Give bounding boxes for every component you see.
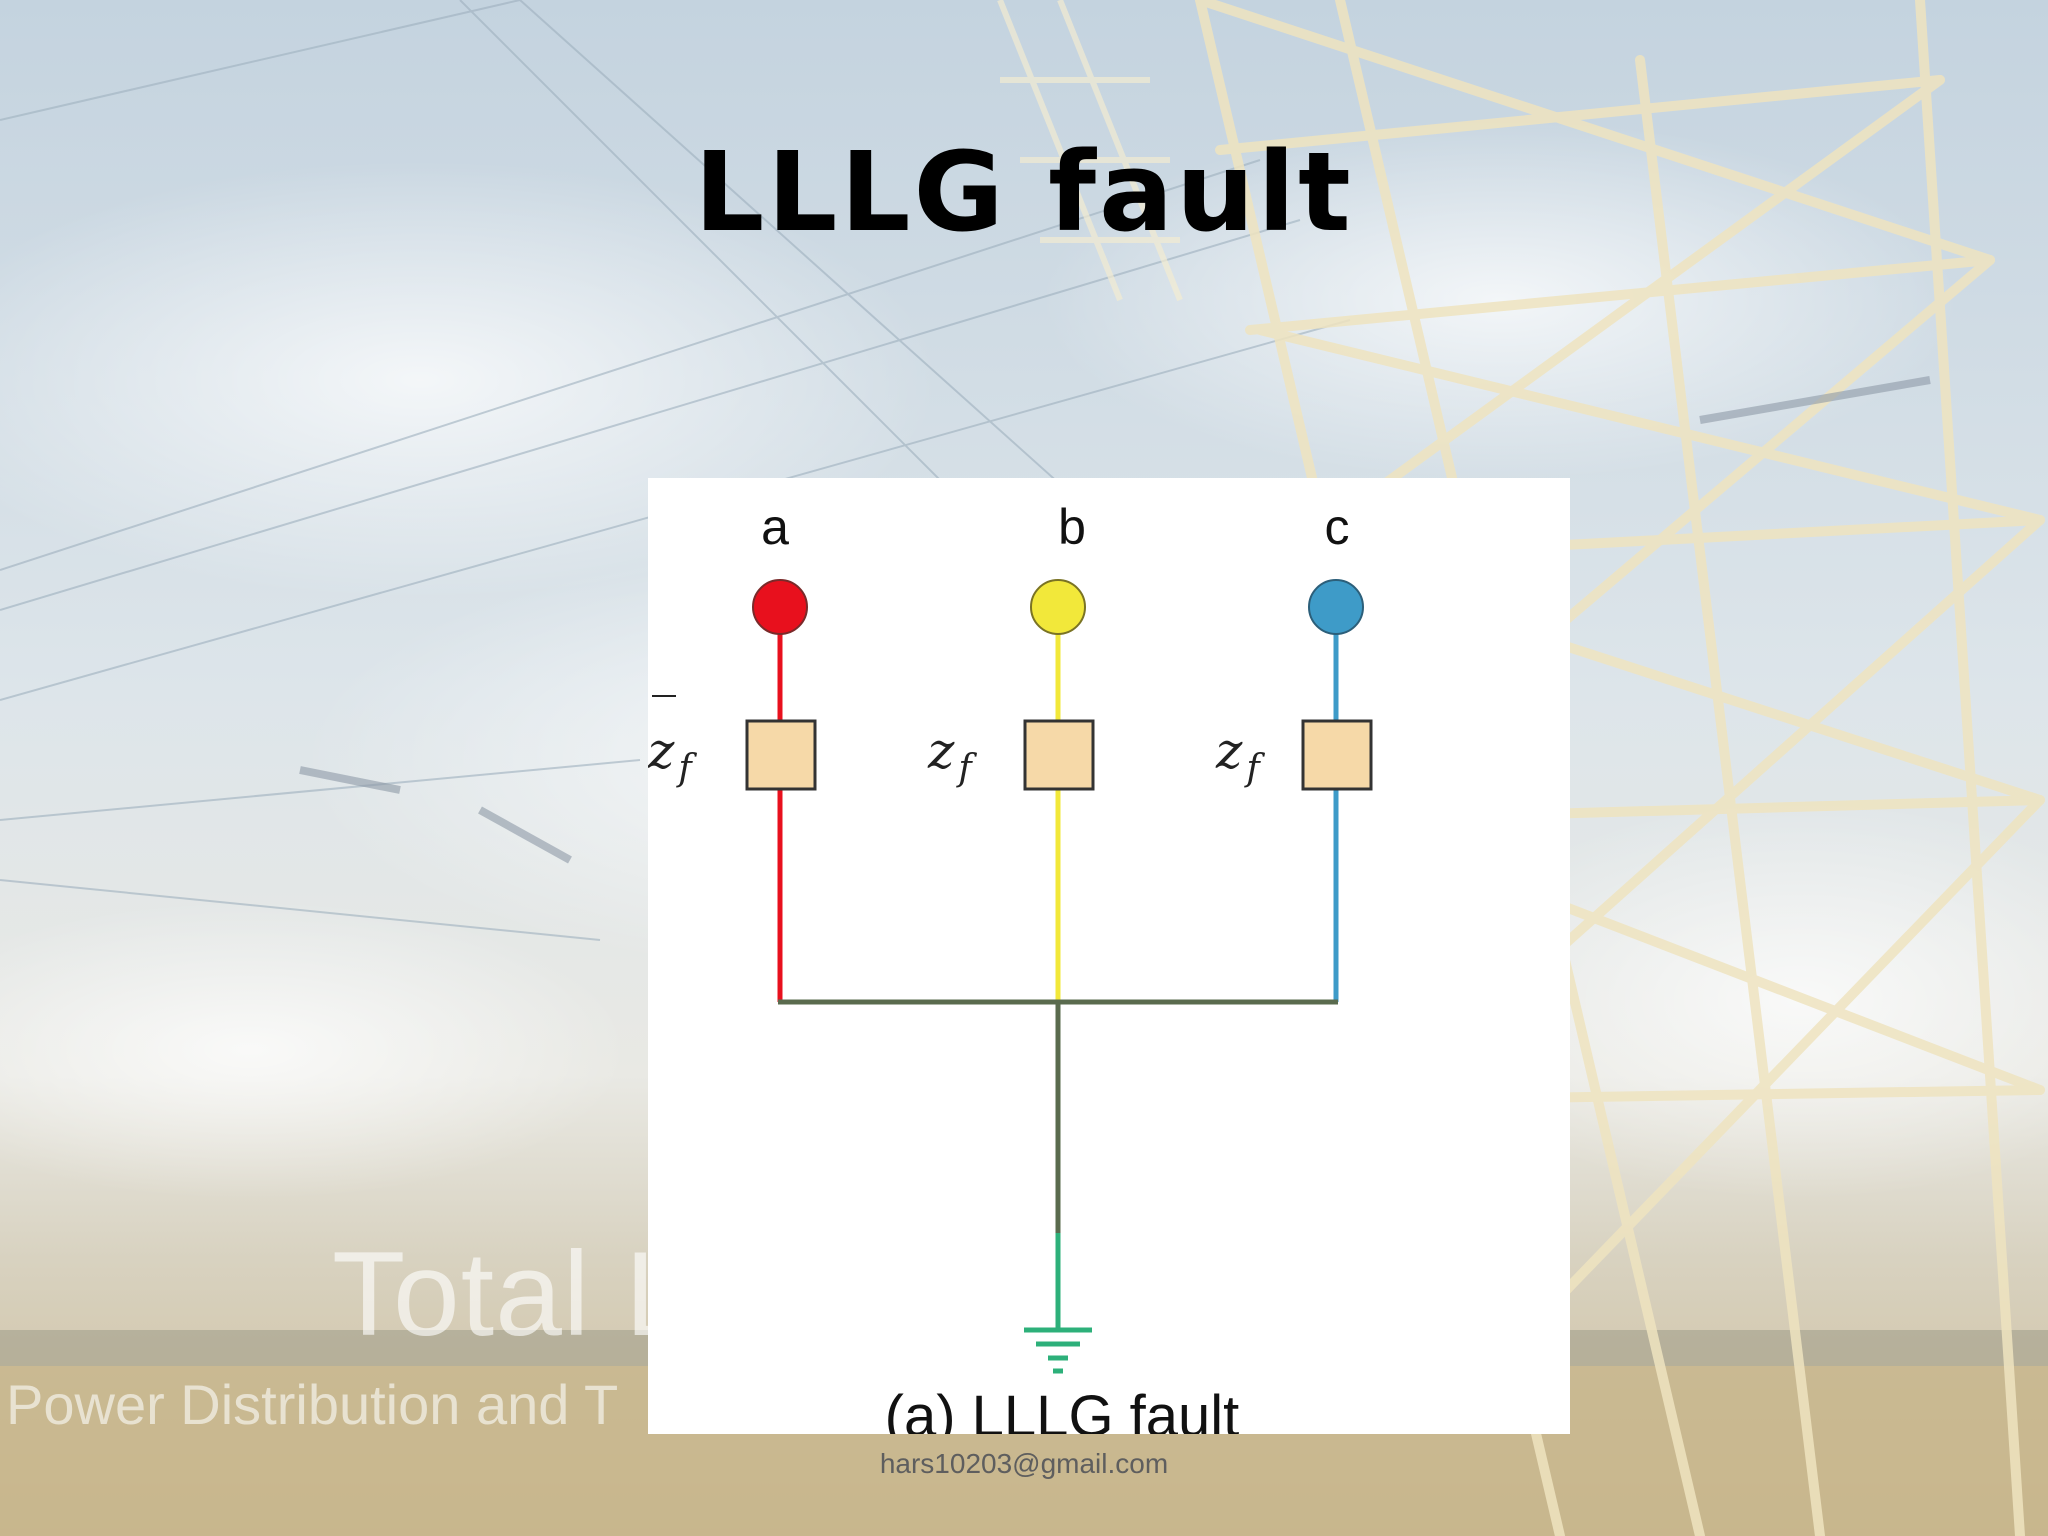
phase-label-c: c bbox=[1325, 499, 1350, 555]
impedance-subscript-a: f bbox=[675, 748, 697, 789]
footer-email: hars10203@gmail.com bbox=[879, 1448, 1169, 1479]
impedance-a bbox=[745, 719, 817, 791]
ground-symbol-icon bbox=[1024, 1327, 1092, 1374]
impedance-symbol-c: z bbox=[1215, 722, 1243, 780]
phase-a-terminal bbox=[752, 579, 808, 635]
impedance-subscript-c: f bbox=[1243, 748, 1265, 789]
phase-b-terminal bbox=[1030, 579, 1086, 635]
background-logo-subtitle: Power Distribution and T bbox=[6, 1373, 619, 1436]
phase-label-a: a bbox=[761, 499, 789, 555]
impedance-subscript-b: f bbox=[955, 748, 977, 789]
phase-c-terminal bbox=[1308, 579, 1364, 635]
impedance-symbol-b: z bbox=[927, 722, 955, 780]
impedance-symbol-a: z bbox=[648, 722, 675, 780]
background-logo-text: Total L bbox=[332, 1227, 693, 1361]
phase-label-b: b bbox=[1058, 499, 1086, 555]
impedance-c bbox=[1301, 719, 1373, 791]
slide-title: LLLG fault bbox=[694, 128, 1354, 256]
diagram-caption: (a) LLLG fault bbox=[885, 1384, 1240, 1434]
impedance-b bbox=[1023, 719, 1095, 791]
